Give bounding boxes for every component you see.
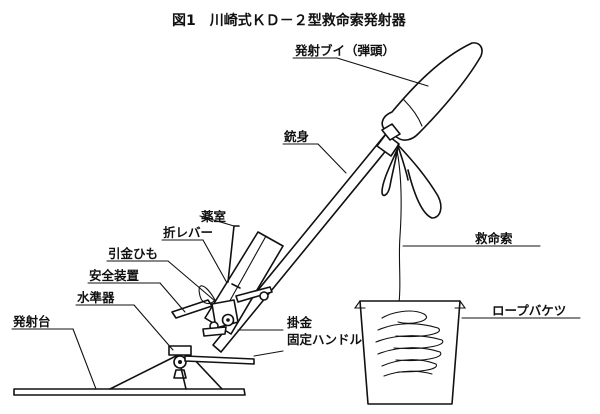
figure-title: 図1 川崎式ＫＤ－２型救命索発射器: [172, 12, 407, 29]
label-base: 発射台: [12, 314, 51, 329]
label-bucket: ロープバケツ: [492, 303, 566, 318]
leader-lines: [11, 57, 581, 390]
rope-bucket: [353, 300, 467, 405]
label-trigger: 掛金: [287, 315, 313, 330]
fixed-handle: [184, 355, 255, 365]
tail-streamers: [381, 144, 442, 219]
buoy-projectile: [381, 42, 483, 141]
label-rope: 救命索: [475, 231, 513, 246]
launch-base: [13, 354, 246, 396]
level-pivot: [168, 345, 192, 379]
label-fixed-handle: 固定ハンドル: [287, 332, 363, 347]
trigger-mechanism: [171, 285, 273, 337]
rope: [396, 149, 402, 313]
label-fold-lever: 折レバー: [163, 225, 213, 240]
label-chamber: 薬室: [200, 209, 227, 224]
label-level: 水準器: [77, 290, 115, 305]
label-pull-cord: 引金ひも: [108, 246, 158, 261]
label-barrel: 銃身: [284, 129, 310, 144]
label-safety: 安全装置: [89, 268, 140, 283]
label-buoy: 発射ブイ（弾頭）: [294, 43, 395, 58]
